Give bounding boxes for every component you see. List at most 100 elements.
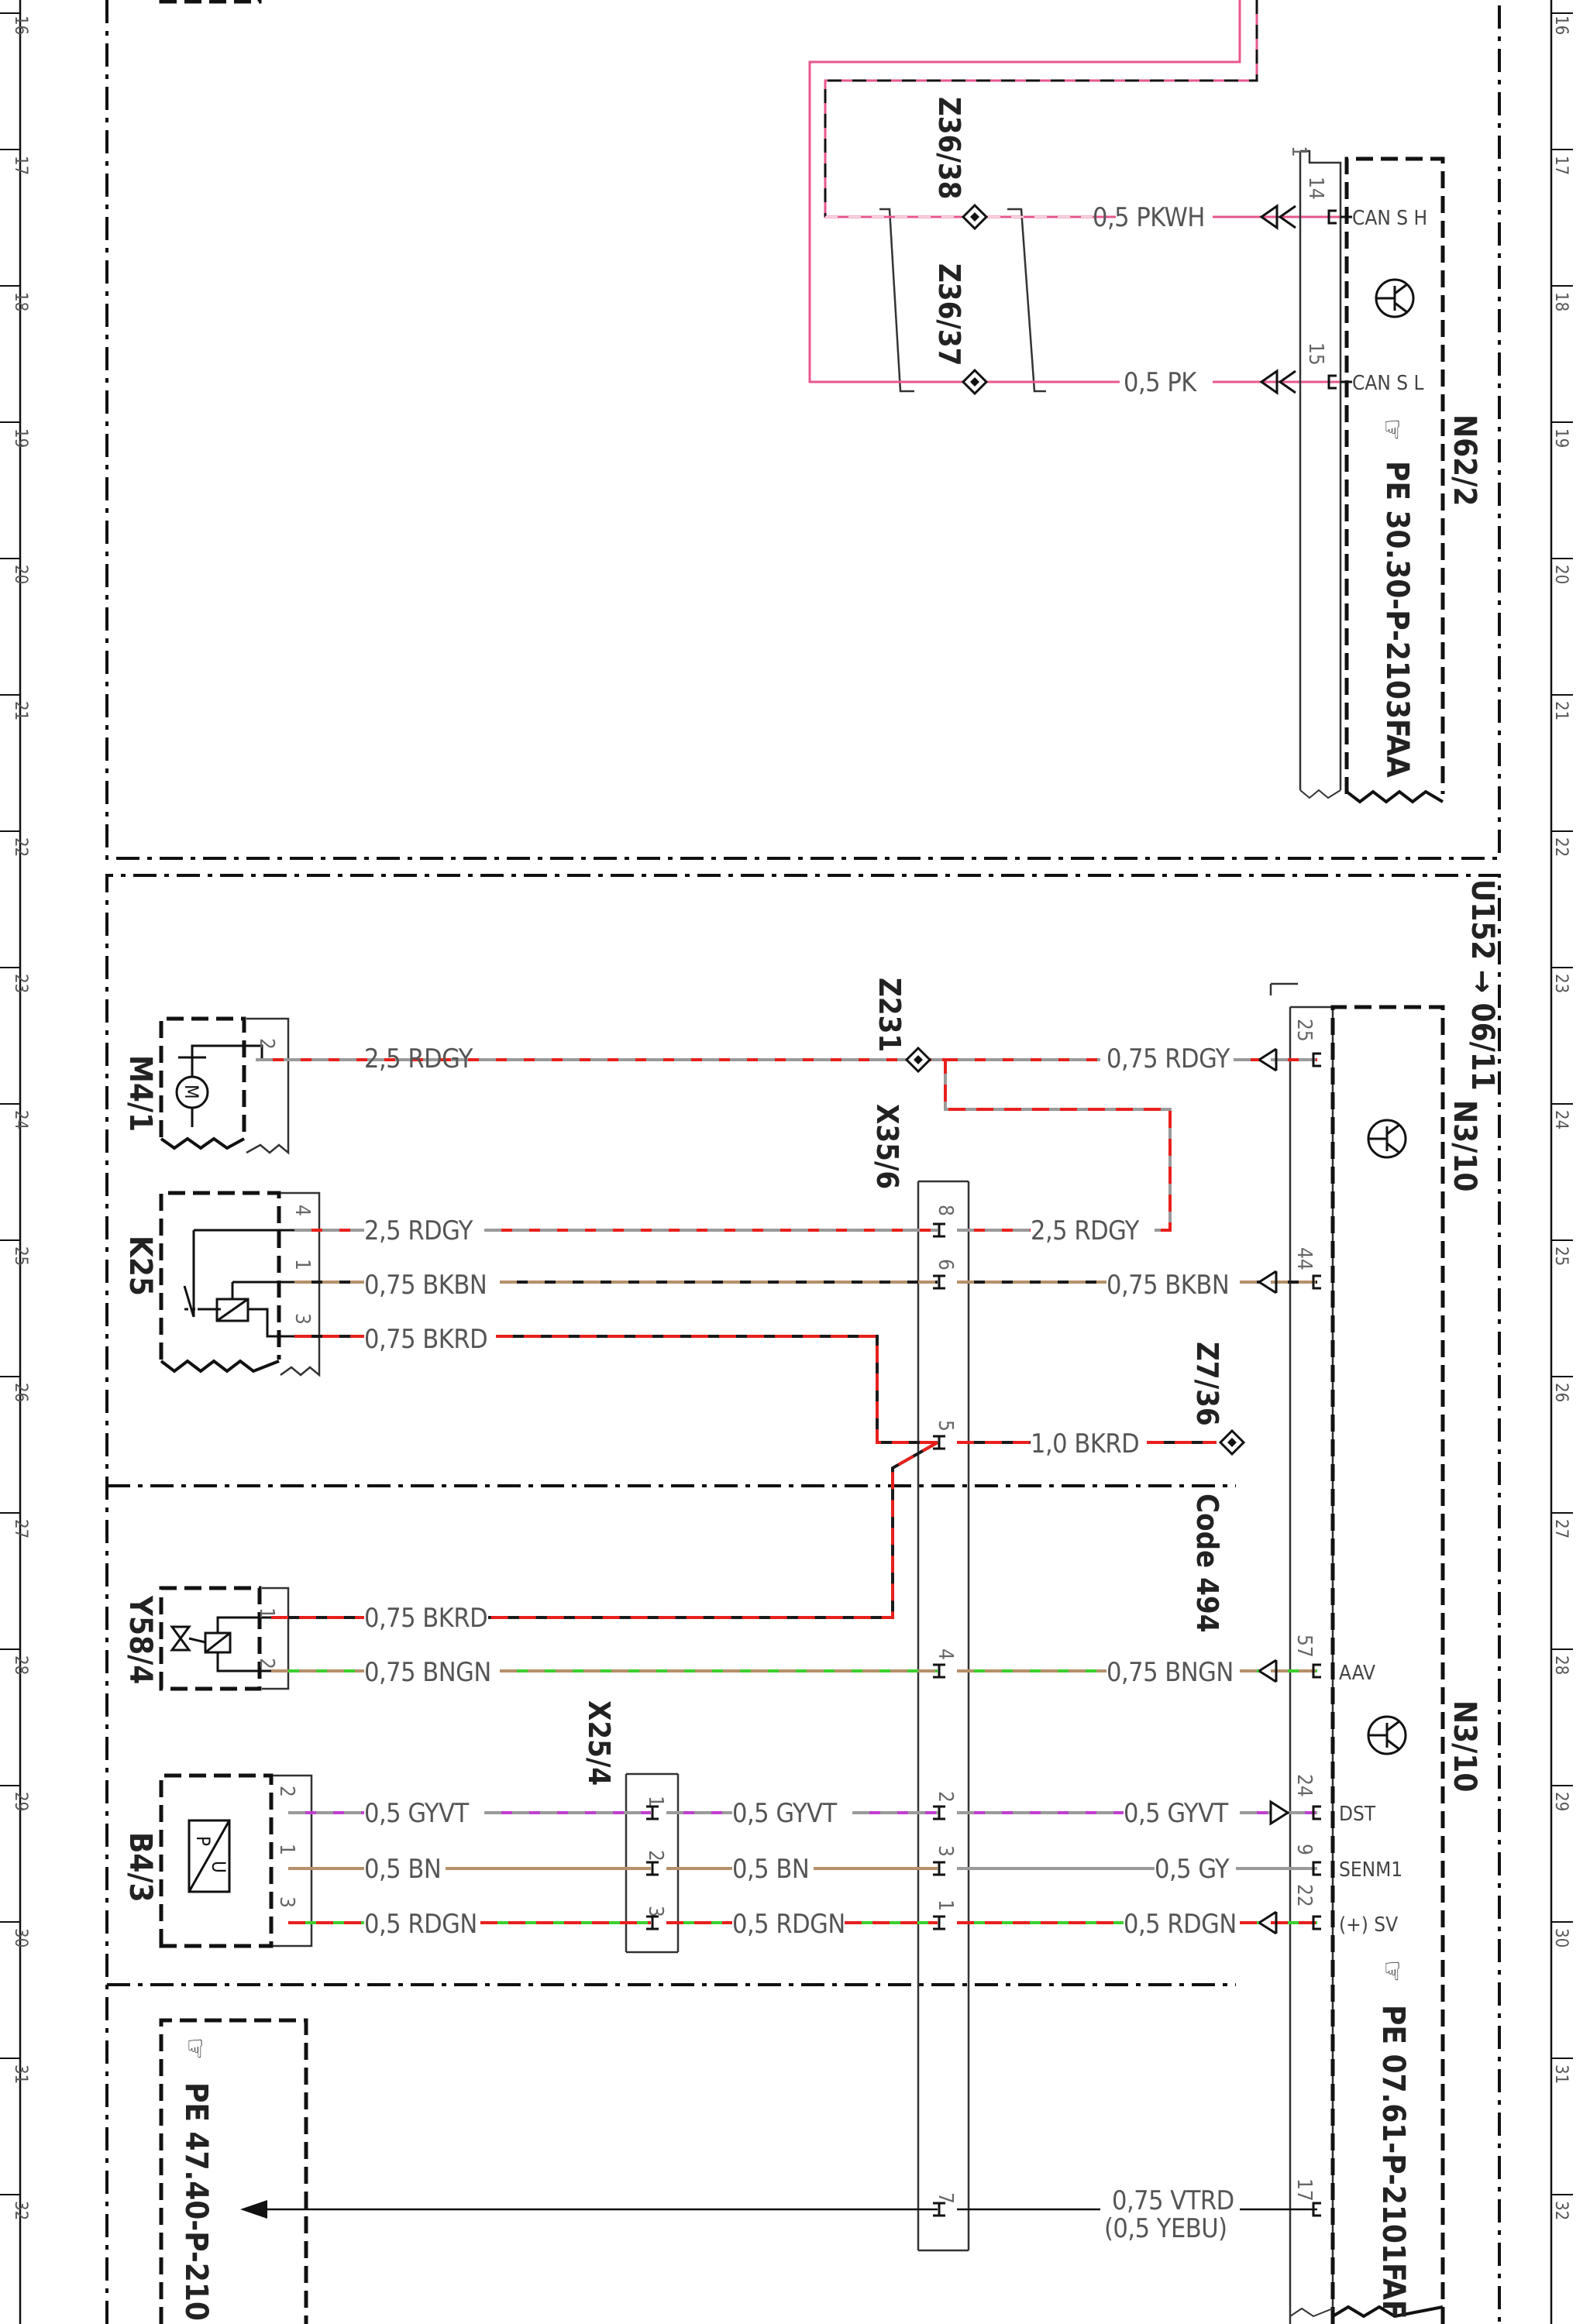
pin-k25-1: 1 [291,1259,314,1270]
pin-x25-4-3: 3 [644,1906,667,1917]
m4-1-break [160,1136,245,1150]
pin-n3-10-22: 22 [1292,1884,1316,1907]
wire-label-y584-bngn: 0,75 BNGN [364,1657,491,1688]
pressure-sensor-icon: P U [188,1819,231,1893]
ecu-symbol-n3-10-bottom [1367,1715,1407,1755]
pin-n62-2-1: 1 [1287,146,1310,157]
signal-can-s-h: CAN S H [1352,207,1427,230]
wire-black-over-b [824,0,1258,217]
signal-aav: AAV [1339,1662,1375,1685]
wire-label-n310-bkbn: 0,75 BKBN [1106,1270,1229,1301]
term-n310-57 [1312,1663,1321,1679]
pin-x35-6-3: 3 [934,1845,957,1857]
ruler-mark-left-22: 22 [11,837,30,857]
z36-bracket-right [1007,208,1046,393]
n3-10-strip-tick [1269,982,1298,995]
ruler-mark-right-19: 19 [1551,428,1571,448]
label-u152: U152 → 06/11 [1464,879,1500,1091]
pin-tick-x35-6-1 [933,1915,945,1930]
ruler-mark-left-25: 25 [11,1246,30,1266]
n62-2-strip-break [1299,789,1341,799]
n62-2-box [1344,156,1445,794]
wire-label-n310-bngn: 0,75 BNGN [1106,1657,1234,1688]
label-n3-10-bottom: N3/10 [1447,1700,1482,1792]
pin-k25-3: 3 [291,1313,314,1325]
pin-n3-10-17: 17 [1292,2178,1316,2202]
pin-x35-6-7: 7 [934,2192,957,2204]
label-b4-3: B4/3 [122,1832,158,1903]
n3-10-box-break [1331,2305,1444,2319]
fragment-box-top [159,0,262,4]
label-k25: K25 [122,1236,158,1296]
connector-can-h [1259,204,1296,230]
pin-n3-10-44: 44 [1292,1247,1316,1270]
valve-icon [170,1616,271,1673]
pin-n3-10-25: 25 [1292,1019,1316,1042]
wire-label-n310-rdgn: 0,5 RDGN [1124,1909,1237,1940]
ruler-mark-right-27: 27 [1551,1519,1571,1538]
pin-x35-6-5: 5 [934,1420,957,1432]
ruler-mark-left-28: 28 [11,1655,30,1675]
svg-text:M: M [181,1085,202,1099]
pin-y58-4-2: 2 [255,1658,278,1669]
wire-label-b43-bn: 0,5 BN [364,1854,441,1885]
ruler-mark-left-26: 26 [11,1383,30,1402]
connector-can-l [1259,369,1296,395]
pin-n3-10-57: 57 [1292,1635,1316,1658]
term-n310-17 [1312,2202,1321,2217]
label-z7-36: Z7/36 [1190,1342,1224,1426]
k25-box [159,1191,281,1360]
ecu-symbol-n62-2 [1375,278,1415,318]
wire-label-k25-bkbn: 0,75 BKBN [364,1270,487,1301]
wire-label-yebu: (0,5 YEBU) [1104,2213,1227,2244]
term-n310-24 [1312,1805,1321,1820]
signal-senm1: SENM1 [1339,1858,1402,1882]
wire-z231-branch-stripe [914,1058,1172,1232]
ruler-mark-right-30: 30 [1551,1928,1571,1948]
pin-tick-x35-6-7 [933,2202,945,2217]
b4-3-box [159,1773,274,1948]
wire-label-x254-gyvt: 0,5 GYVT [732,1798,837,1829]
wire-y584-bkrd [488,1441,938,1619]
ruler-mark-right-24: 24 [1551,1110,1571,1129]
wire-label-z736-bkrd: 1,0 BKRD [1031,1428,1139,1459]
wire-label-n310-gy: 0,5 GY [1155,1854,1230,1885]
term-n310-22 [1312,1915,1321,1930]
wire-label-n310-rdgy: 0,75 RDGY [1106,1043,1230,1074]
wire-label-x254-rdgn: 0,5 RDGN [732,1909,845,1940]
ref-n62-2: PE 30.30-P-2103FAA [1379,461,1415,778]
label-n3-10-top: N3/10 [1447,1100,1482,1191]
hand-icon-n3-10: ☞ [1376,1960,1408,1982]
wire-label-pk: 0,5 PK [1124,367,1197,398]
n3-10-strip-break [1289,2307,1334,2318]
ruler-mark-left-20: 20 [11,565,30,584]
wire-label-b43-gyvt: 0,5 GYVT [364,1798,469,1829]
ruler-mark-right-18: 18 [1551,292,1571,311]
pin-tick-x35-6-3 [933,1861,945,1876]
ruler-mark-right-26: 26 [1551,1383,1571,1402]
pin-x35-6-6: 6 [934,1259,957,1270]
ruler-mark-right-29: 29 [1551,1792,1571,1811]
y58-4-box [159,1586,262,1691]
wire-label-b43-rdgn: 0,5 RDGN [364,1909,477,1940]
pe-47-40-box [159,2018,308,2324]
label-y58-4: Y58/4 [122,1595,158,1684]
term-n310-44 [1312,1274,1321,1290]
signal-can-s-l: CAN S L [1352,372,1424,395]
ruler-mark-left-32: 32 [11,2201,30,2220]
ruler-mark-left-30: 30 [11,1928,30,1948]
term-n310-25 [1312,1052,1321,1067]
ruler-mark-left-31: 31 [11,2064,30,2084]
svg-text:U: U [208,1861,229,1873]
pin-tick-x35-6-5 [933,1435,945,1450]
splice-z36-38 [961,203,989,231]
pin-term-14 [1327,209,1352,225]
pin-x35-6-2: 2 [934,1791,957,1803]
splice-z36-37 [961,368,989,396]
ruler-mark-right-23: 23 [1551,974,1571,993]
ruler-mark-left-19: 19 [11,428,30,448]
k25-strip [280,1191,321,1377]
n62-2-connector-strip [1300,150,1342,790]
pin-n3-10-24: 24 [1292,1774,1316,1797]
